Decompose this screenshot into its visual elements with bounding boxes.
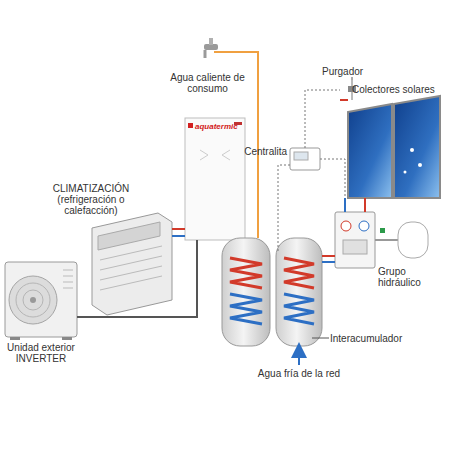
part-label: Purgador: [322, 66, 382, 77]
component-label: CLIMATIZACIÓN (refrigeración o calefacci…: [36, 183, 146, 216]
pipe-connector: [322, 256, 335, 262]
outdoor-unit-drawing: [5, 262, 77, 340]
solar-collector-drawing: [340, 80, 440, 198]
controller-drawing: [278, 90, 340, 252]
hydraulic-group-drawing: [335, 212, 428, 268]
pipe-line: [322, 255, 335, 257]
fan-coil-unit: CLIMATIZACIÓN (refrigeración o calefacci…: [92, 213, 172, 315]
leader-line: [352, 77, 353, 80]
water-label: Agua fría de la red: [244, 368, 354, 379]
pipe-connector: [77, 240, 197, 317]
storage-tank: Interacumulador: [276, 238, 322, 346]
component-label: Centralita: [232, 146, 287, 157]
hydraulic-group: Grupo hidráulico: [335, 212, 375, 268]
indoor-unit-drawing: [185, 118, 245, 240]
leader-line: [312, 338, 329, 339]
component-label: Unidad exterior INVERTER: [0, 342, 82, 364]
outdoor-unit: Unidad exterior INVERTER: [5, 262, 77, 337]
pipe-line: [364, 198, 366, 212]
solar-collector: Colectores solares: [348, 98, 440, 198]
cold-water-arrow: [298, 350, 300, 365]
pipe-line: [320, 159, 345, 212]
pipe-connector: [172, 229, 185, 236]
heat-pump-indoor-unit: aquatermic: [185, 118, 245, 240]
pipe-line: [344, 198, 346, 212]
pipe-line: [172, 235, 185, 237]
controller-box: Centralita: [290, 148, 320, 170]
pipe-line: [77, 240, 197, 317]
pipe-line: [172, 228, 185, 230]
water-label: Agua caliente de consumo: [165, 72, 250, 94]
pipe-connector: [320, 159, 345, 212]
fan-coil-drawing: [92, 213, 172, 315]
component-label: Colectores solares: [352, 84, 452, 95]
pipe-connector: [345, 198, 365, 212]
tank-drawing: [222, 238, 322, 346]
brand-logo: aquatermic: [195, 122, 243, 132]
pipe-line: [322, 261, 335, 263]
faucet-drawing: [204, 38, 258, 238]
component-label: Grupo hidráulico: [378, 266, 440, 288]
component-label: Interacumulador: [330, 333, 415, 344]
